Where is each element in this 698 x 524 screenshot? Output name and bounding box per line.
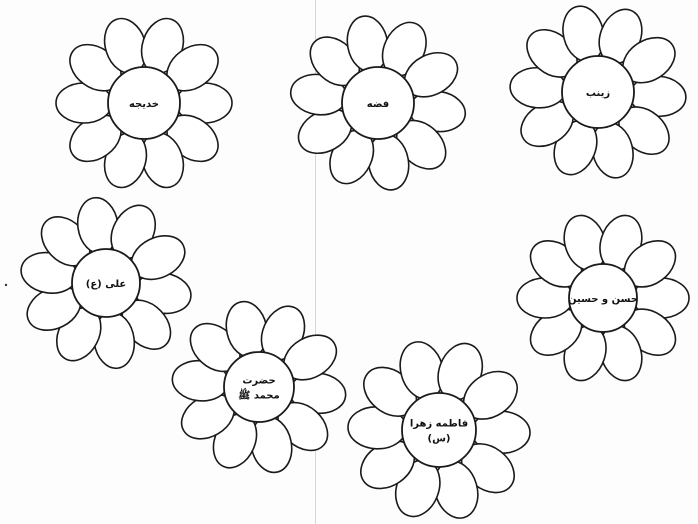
flower-label: محمد ﷺ — [238, 388, 279, 402]
flower-label: (س) — [428, 434, 451, 445]
flower-label: خدیجه — [129, 99, 159, 110]
flower-label: حسن و حسین — [568, 294, 638, 305]
flower-label: حضرت — [242, 376, 275, 387]
flower-label: فاطمه زهرا — [410, 419, 468, 430]
flower-label: زینب — [586, 88, 610, 99]
flower-center — [224, 352, 294, 422]
flower-khadijeh: خدیجه — [56, 13, 232, 193]
flower-center — [402, 393, 476, 467]
flower-label: فضه — [367, 99, 389, 110]
scan-speck — [5, 284, 7, 286]
flower-label: علی (ع) — [86, 279, 126, 290]
flower-fatemeh: فاطمه زهرا (س) — [347, 337, 530, 524]
flower-fezzeh: فضه — [288, 13, 468, 193]
flower-ali: علی (ع) — [18, 195, 194, 371]
flower-zeynab: زینب — [509, 2, 687, 182]
flower-hasan-hosein: حسن و حسین — [517, 210, 689, 386]
